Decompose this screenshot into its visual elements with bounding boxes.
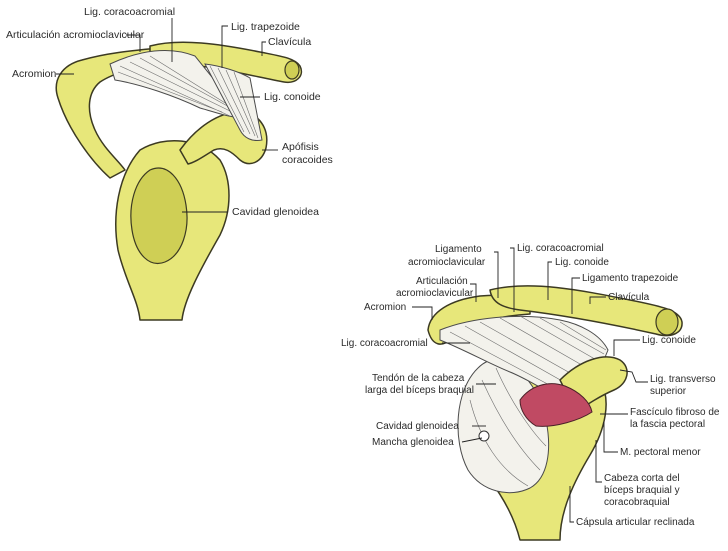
leader-lig-transverso <box>619 369 648 383</box>
clavicle-2 <box>489 285 683 337</box>
label-lig-trapezoide-1: Lig. trapezoide <box>231 21 300 33</box>
leader-pectoral-menor <box>603 422 618 453</box>
label-pectoral-menor: M. pectoral menor <box>620 447 701 458</box>
leader-clavicula-2 <box>589 296 606 304</box>
acromion-1 <box>55 47 169 179</box>
label-cabeza-corta-2: bíceps braquial y <box>604 485 680 496</box>
label-fasciculo-1: Fascículo fibroso de <box>630 407 720 418</box>
glenoid-spot-2 <box>478 430 490 442</box>
leader-capsula <box>569 486 574 523</box>
label-cabeza-corta-3: coracobraquial <box>604 497 670 508</box>
leader-lig-conoide <box>547 261 552 300</box>
glenoid-cavity-1 <box>130 167 188 264</box>
leader-clavicula <box>261 41 266 56</box>
label-coracoides-1: coracoides <box>282 154 333 166</box>
label-lig-transverso-1: Lig. transverso <box>650 374 716 385</box>
leader-lig-trapezoide <box>221 25 228 68</box>
figure-1-shoulder: Lig. coracoacromial Articulación acromio… <box>6 6 333 321</box>
leader-articulacion-2 <box>470 283 477 302</box>
label-ligamento-trapezoide: Ligamento trapezoide <box>582 273 679 284</box>
clavicle-end-2 <box>655 308 679 336</box>
label-lig-conoide-top: Lig. conoide <box>555 257 609 268</box>
label-tendon-2: larga del bíceps braquial <box>365 385 474 396</box>
coracoacromial-ligament-1 <box>109 49 247 119</box>
label-fasciculo-2: la fascia pectoral <box>630 419 705 430</box>
label-clavicula-2: Clavícula <box>608 292 650 303</box>
label-acromion-1: Acromion <box>12 68 57 80</box>
label-cavidad-glenoidea-1: Cavidad glenoidea <box>232 206 319 218</box>
label-articulacion-acromioclavicular-1: Articulación acromioclavicular <box>6 29 145 41</box>
label-articulacion-2: acromioclavicular <box>396 288 474 299</box>
pectoralis-minor-2 <box>519 383 593 427</box>
leader-articulacion <box>126 34 141 52</box>
figure-2-shoulder: Ligamento acromioclavicular Lig. coracoa… <box>341 243 720 541</box>
label-tendon-1: Tendón de la cabeza <box>372 373 465 384</box>
leader-cabeza-corta <box>595 440 602 483</box>
ligament-fibers-2 <box>209 65 259 139</box>
leader-ligamento-ac <box>494 251 499 298</box>
label-cavidad-glenoidea-2: Cavidad glenoidea <box>376 421 459 432</box>
label-mancha-glenoidea: Mancha glenoidea <box>372 437 454 448</box>
label-acromion-2: Acromion <box>364 302 406 313</box>
clavicle-end-1 <box>284 60 300 80</box>
leader-lig-conoide-right <box>613 339 640 356</box>
label-cabeza-corta-1: Cabeza corta del <box>604 473 680 484</box>
label-lig-conoide-1: Lig. conoide <box>264 91 321 103</box>
label-ligamento-ac-1: Ligamento <box>435 244 482 255</box>
ligament-fibers-1 <box>117 55 247 117</box>
leader-ligamento-trapezoide <box>571 277 580 314</box>
label-articulacion-1: Articulación <box>416 276 468 287</box>
label-apofisis-1: Apófisis <box>282 141 319 153</box>
label-clavicula-1: Clavícula <box>268 36 311 48</box>
label-lig-transverso-2: superior <box>650 386 687 397</box>
label-capsula: Cápsula articular reclinada <box>576 517 695 528</box>
label-lig-coracoacromial-1: Lig. coracoacromial <box>84 6 175 18</box>
label-ligamento-ac-2: acromioclavicular <box>408 257 486 268</box>
ligament-fibers-3 <box>449 315 607 397</box>
label-lig-coracoacromial-left: Lig. coracoacromial <box>341 338 428 349</box>
leader-mancha <box>461 437 483 443</box>
leader-lig-coracoacromial-top <box>510 247 515 312</box>
label-lig-conoide-right: Lig. conoide <box>642 335 696 346</box>
label-lig-coracoacromial-top: Lig. coracoacromial <box>517 243 604 254</box>
leader-acromion-2 <box>412 306 433 320</box>
